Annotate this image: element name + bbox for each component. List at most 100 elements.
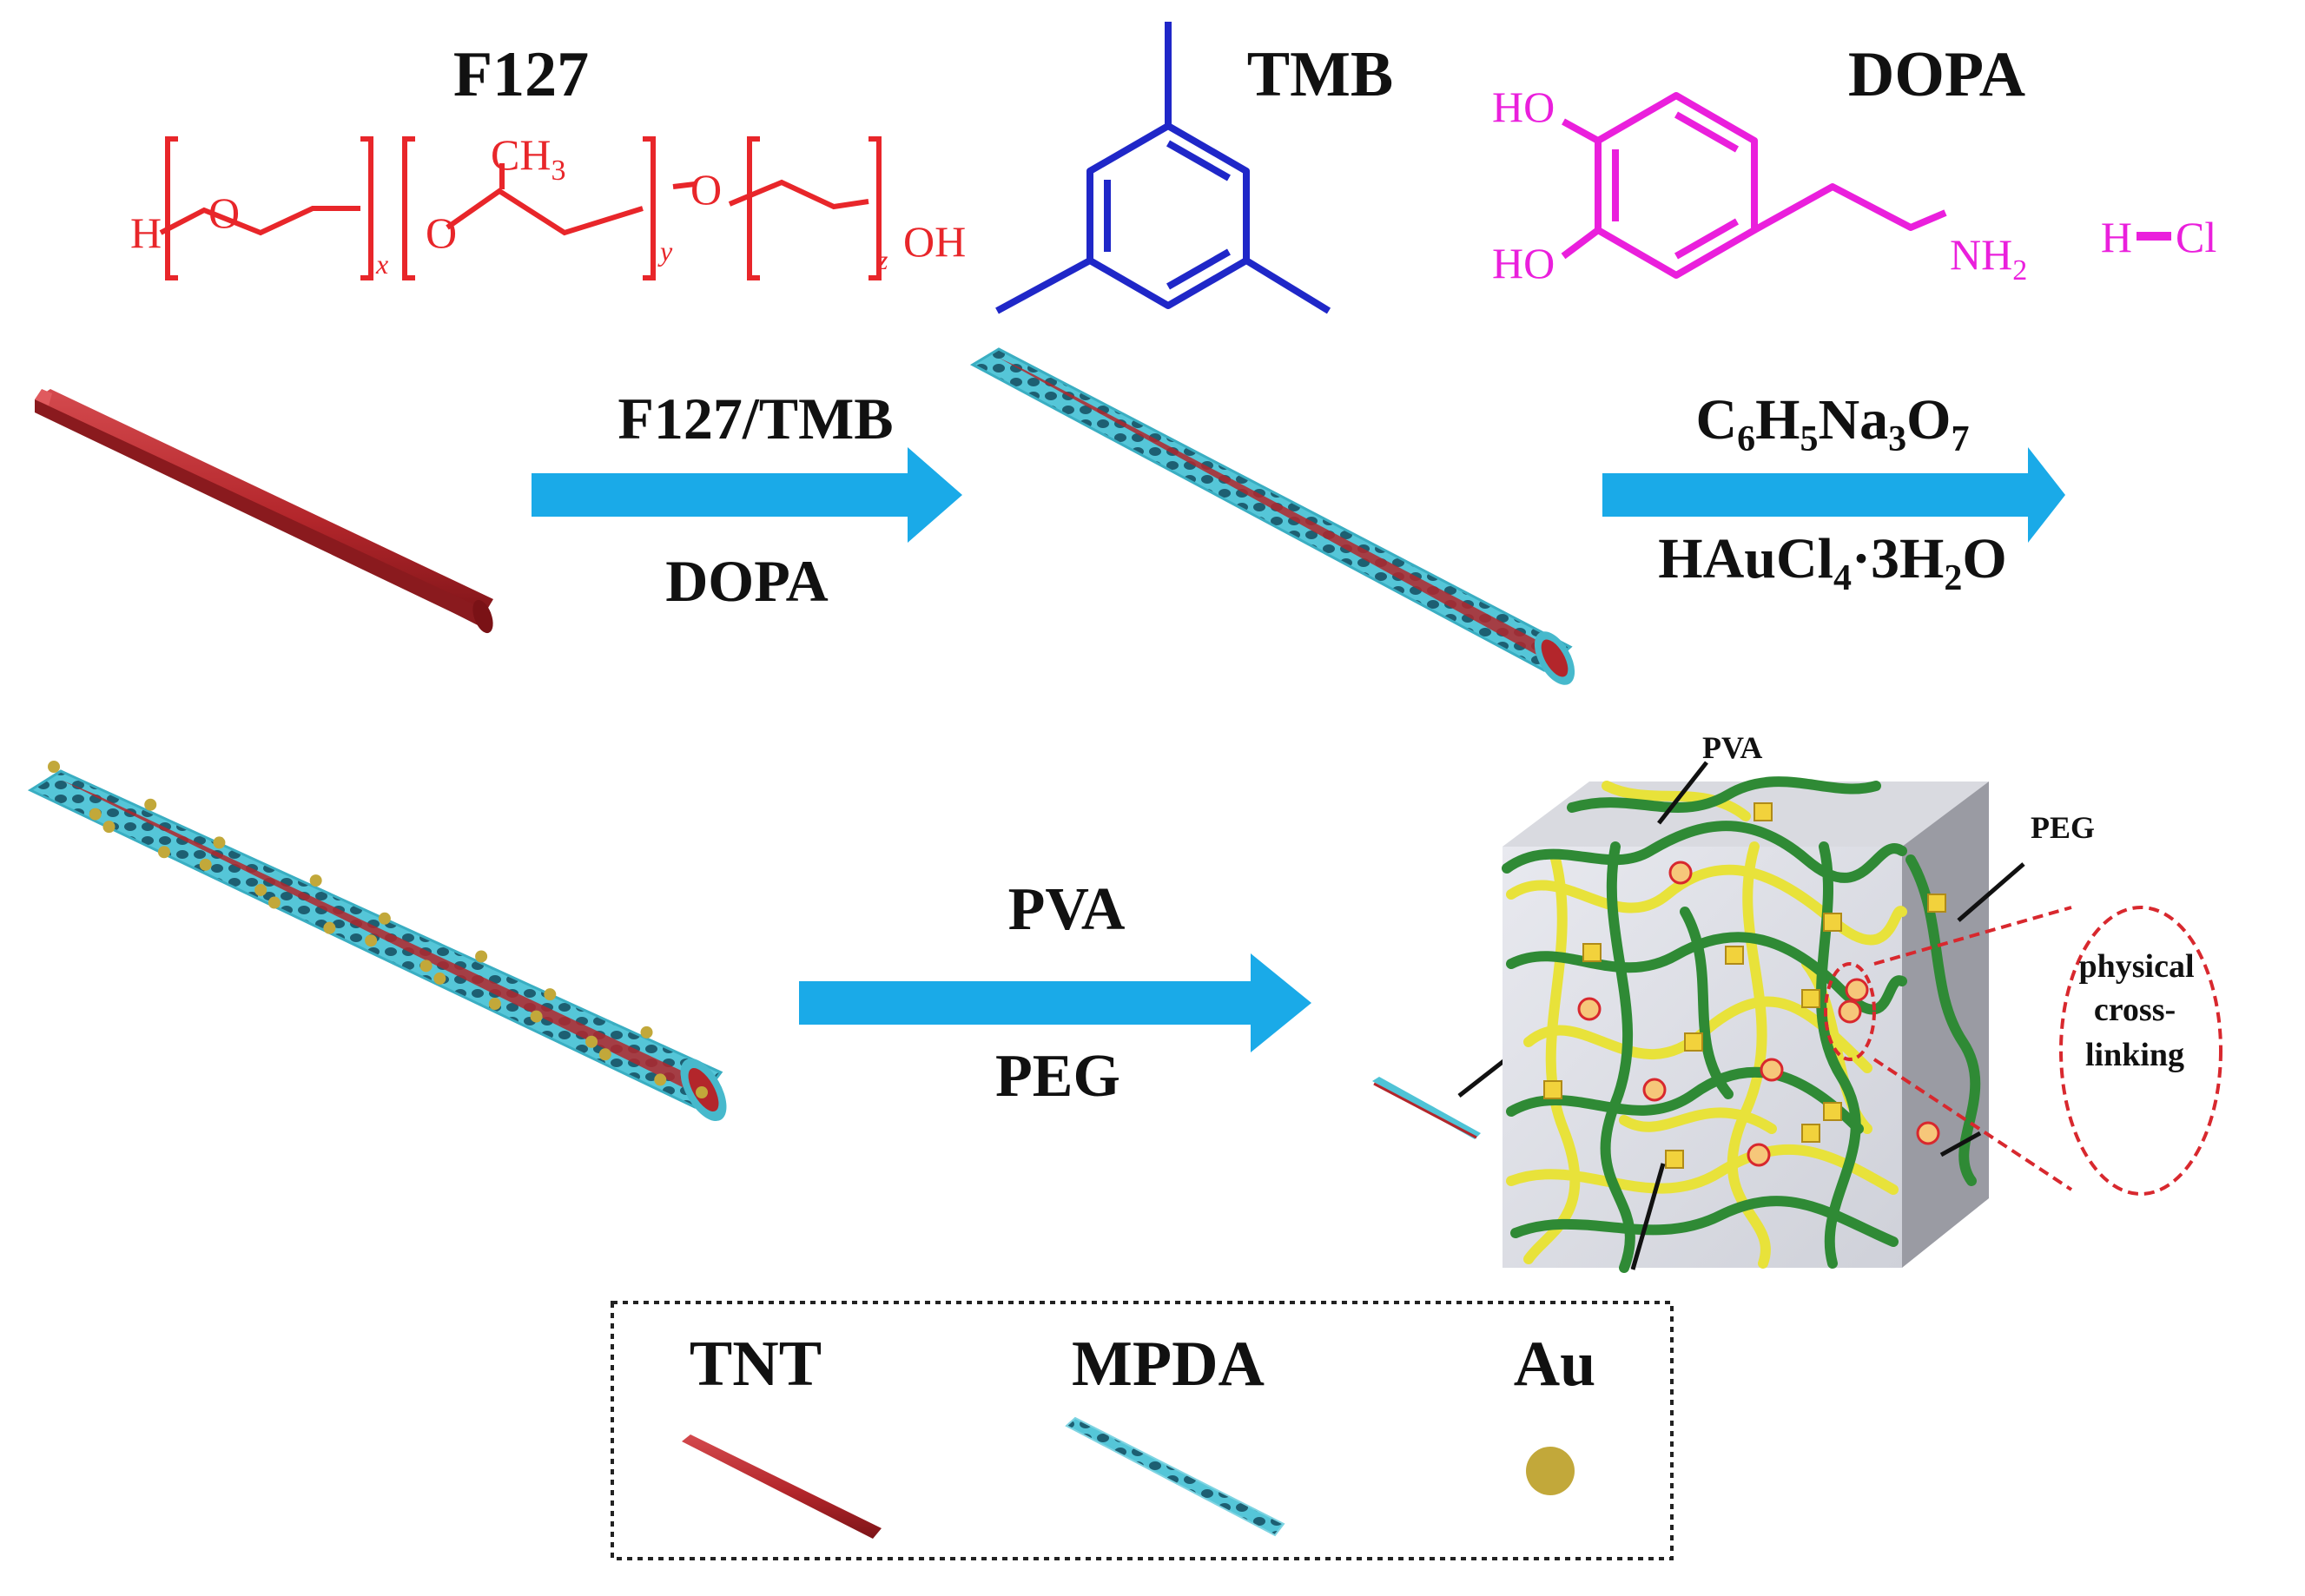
au-particle <box>157 846 170 859</box>
step2-bottom-part: ·3H <box>1852 527 1944 590</box>
au-particle <box>323 921 336 934</box>
au-nanoparticles <box>48 761 708 1098</box>
au-particle <box>254 883 267 896</box>
crosslink-junction <box>1823 913 1842 932</box>
au-particle <box>144 798 157 811</box>
callout-line-3: linking <box>2085 1037 2184 1073</box>
crosslink-junction <box>1684 1032 1703 1052</box>
dopa-structure: DOPA HO HO NH2 H Cl <box>1492 39 2216 287</box>
tmb-structure: TMB <box>995 22 1394 314</box>
step2-top-part: H <box>1755 388 1800 452</box>
crosslink-junction <box>1823 1102 1842 1121</box>
callout-line-2: cross- <box>2094 992 2176 1028</box>
au-site <box>1845 978 1869 1002</box>
au-particle <box>102 821 116 834</box>
arrow-step2: C6H5Na3O7 HAuCl4·3H2O <box>1602 388 2065 598</box>
au-particle <box>48 761 60 773</box>
crosslink-junction <box>1725 946 1744 965</box>
au-particle <box>309 874 322 887</box>
f127-x: x <box>375 248 388 280</box>
dopa-ring <box>1561 92 2171 279</box>
crosslink-junction <box>1927 894 1946 913</box>
dopa-nh2: NH2 <box>1950 230 2027 287</box>
au-particle <box>696 1086 708 1098</box>
au-decorated-tube <box>27 761 727 1122</box>
hcl-cl: Cl <box>2176 213 2216 261</box>
tmb-ring <box>995 22 1331 314</box>
au-particle <box>488 998 501 1011</box>
dopa-ho-top: HO <box>1492 82 1555 131</box>
f127-o3: O <box>690 165 722 214</box>
step3-reagent-bottom: PEG <box>995 1043 1120 1110</box>
arrow-step1: F127/TMB DOPA <box>532 386 962 614</box>
au-site <box>1747 1143 1771 1167</box>
au-site <box>1642 1078 1667 1102</box>
peg-label: PEG <box>2031 810 2095 845</box>
au-particle <box>544 988 557 1001</box>
step2-top-part: 6 <box>1737 419 1755 459</box>
au-particle <box>199 858 212 871</box>
au-particle <box>419 960 433 973</box>
step2-bottom-part: 2 <box>1944 558 1962 598</box>
legend-tnt-swatch <box>682 1434 882 1539</box>
step1-reagent-top: F127/TMB <box>618 386 893 452</box>
crosslink-junctions <box>1543 802 1946 1169</box>
hcl-h: H <box>2101 213 2132 261</box>
step2-reagent-bottom: HAuCl4·3H2O <box>1658 527 2006 598</box>
au-particle <box>213 836 226 849</box>
crosslink-junction <box>1582 943 1602 962</box>
f127-structure: F127 H O O CH3 O x y z OH <box>130 39 966 280</box>
callout-line-1: physical <box>2078 948 2194 985</box>
step1-reagent-bottom: DOPA <box>665 548 829 614</box>
au-particle <box>433 972 446 985</box>
step2-top-part: Na <box>1819 388 1889 452</box>
dopa-ho-bottom: HO <box>1492 239 1555 287</box>
legend: TNT MPDA Au <box>611 1301 1674 1560</box>
f127-h: H <box>130 208 162 257</box>
au-particle <box>654 1073 667 1086</box>
au-particle <box>89 808 102 821</box>
step2-top-part: 3 <box>1888 419 1906 459</box>
hydrogel-cube <box>1502 761 2025 1273</box>
au-binding-sites <box>1577 861 1940 1167</box>
au-site <box>1668 861 1693 885</box>
step2-top-part: O <box>1906 388 1951 452</box>
au-particle <box>475 950 488 963</box>
arrow-step3: PVA PEG <box>799 876 1311 1110</box>
f127-o1: O <box>208 188 240 237</box>
step2-bottom-part: O <box>1962 527 2006 590</box>
legend-label-tnt: TNT <box>690 1329 822 1400</box>
legend-au-swatch <box>1526 1447 1575 1495</box>
f127-title: F127 <box>453 39 589 110</box>
au-particle <box>267 896 281 909</box>
dopa-title: DOPA <box>1848 39 2025 110</box>
tnt-tube-row1 <box>35 389 493 634</box>
pva-label: PVA <box>1702 730 1762 765</box>
legend-label-au: Au <box>1514 1329 1596 1400</box>
crosslink-junction <box>1754 802 1773 821</box>
au-particle <box>640 1026 653 1039</box>
tmb-title: TMB <box>1247 39 1394 110</box>
au-site <box>1577 997 1602 1021</box>
legend-label-mpda: MPDA <box>1072 1329 1265 1400</box>
step2-bottom-part: 4 <box>1833 558 1852 598</box>
crosslink-junction <box>1543 1080 1562 1099</box>
pva-chains <box>1506 781 1907 1269</box>
crosslink-junction <box>1801 1124 1820 1143</box>
step3-reagent-top: PVA <box>1008 876 1126 943</box>
au-particle <box>365 934 378 947</box>
f127-y: y <box>657 235 673 267</box>
step2-reagent-top: C6H5Na3O7 <box>1695 388 1969 459</box>
legend-mpda-swatch <box>1065 1416 1285 1537</box>
f127-z: z <box>876 244 888 275</box>
f127-oh: OH <box>903 217 966 266</box>
crosslink-junction <box>1801 989 1820 1008</box>
au-particle <box>598 1048 611 1061</box>
au-site <box>1838 999 1862 1024</box>
au-particle <box>378 912 391 925</box>
crosslink-junction <box>1665 1150 1684 1169</box>
au-site <box>1760 1058 1784 1082</box>
step2-bottom-part: HAuCl <box>1658 527 1833 590</box>
